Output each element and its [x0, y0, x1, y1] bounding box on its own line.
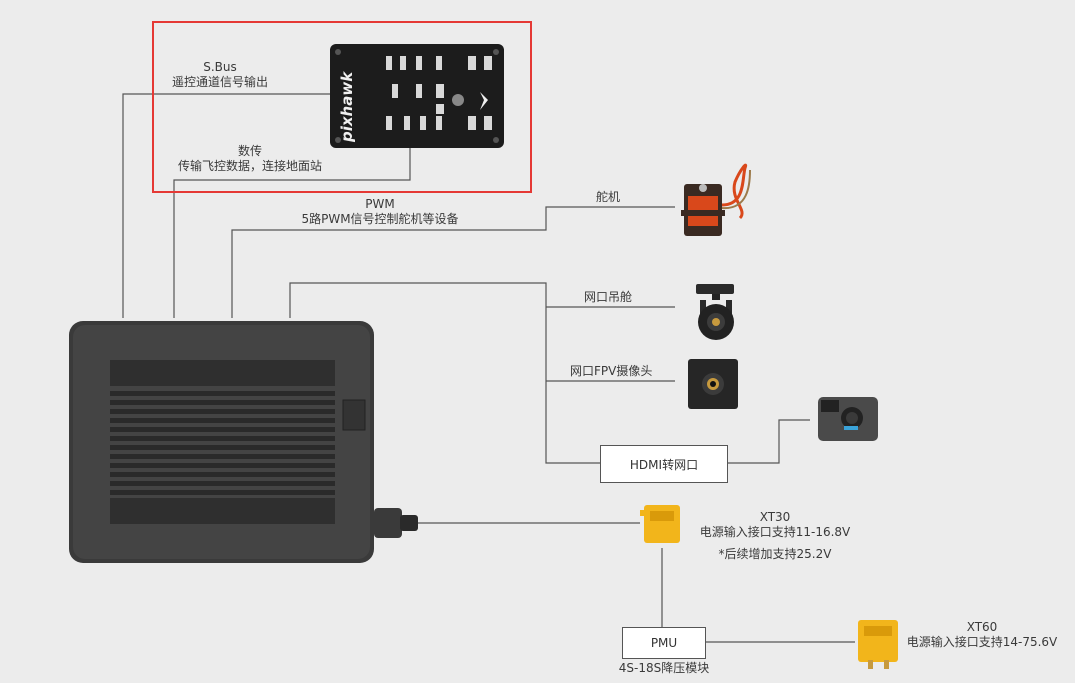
pwm-line	[231, 206, 675, 318]
xt30-title: XT30	[759, 510, 791, 524]
pixhawk-flight-controller: pixhawk	[330, 44, 504, 148]
fpv-camera-label: 网口FPV摄像头	[570, 364, 653, 378]
xt30-description: 电源输入接口支持11-16.8V	[699, 525, 851, 539]
sbus-label: S.Bus 遥控通道信号输出	[170, 60, 270, 90]
xt60-label: XT60 电源输入接口支持14-75.6V	[902, 620, 1062, 650]
xt30-connector	[640, 505, 680, 543]
xt30-label: XT30 电源输入接口支持11-16.8V *后续增加支持25.2V	[695, 510, 855, 562]
action-camera-device	[818, 397, 878, 441]
xt60-title: XT60	[966, 620, 998, 634]
companion-computer	[69, 321, 418, 563]
fpv-camera-device	[688, 359, 738, 409]
ethernet-line	[289, 282, 600, 464]
flight-controller-highlight	[152, 21, 532, 193]
gimbal-device	[696, 284, 734, 340]
sbus-description: 遥控通道信号输出	[171, 75, 268, 89]
servo-device	[681, 163, 751, 236]
telemetry-description: 传输飞控数据，连接地面站	[177, 159, 322, 173]
pwm-label: PWM 5路PWM信号控制舵机等设备	[290, 197, 470, 227]
hdmi-camera-line	[727, 419, 810, 464]
sbus-title: S.Bus	[203, 60, 237, 74]
pwm-description: 5路PWM信号控制舵机等设备	[301, 212, 459, 226]
hdmi-converter-box: HDMI转网口	[600, 445, 728, 483]
xt60-description: 电源输入接口支持14-75.6V	[906, 635, 1058, 649]
pmu-description: 4S-18S降压模块	[618, 661, 710, 675]
telemetry-title: 数传	[237, 144, 262, 158]
servo-label: 舵机	[596, 190, 621, 204]
pwm-title: PWM	[365, 197, 395, 211]
telemetry-label: 数传 传输飞控数据，连接地面站	[170, 144, 330, 174]
pixhawk-logo: pixhawk	[338, 71, 356, 143]
xt30-note: *后续增加支持25.2V	[718, 547, 832, 561]
gimbal-label: 网口吊舱	[584, 290, 633, 304]
telemetry-line	[173, 140, 411, 318]
xt60-connector	[858, 620, 898, 669]
sbus-line	[122, 93, 330, 318]
pmu-box: PMU	[622, 627, 706, 659]
